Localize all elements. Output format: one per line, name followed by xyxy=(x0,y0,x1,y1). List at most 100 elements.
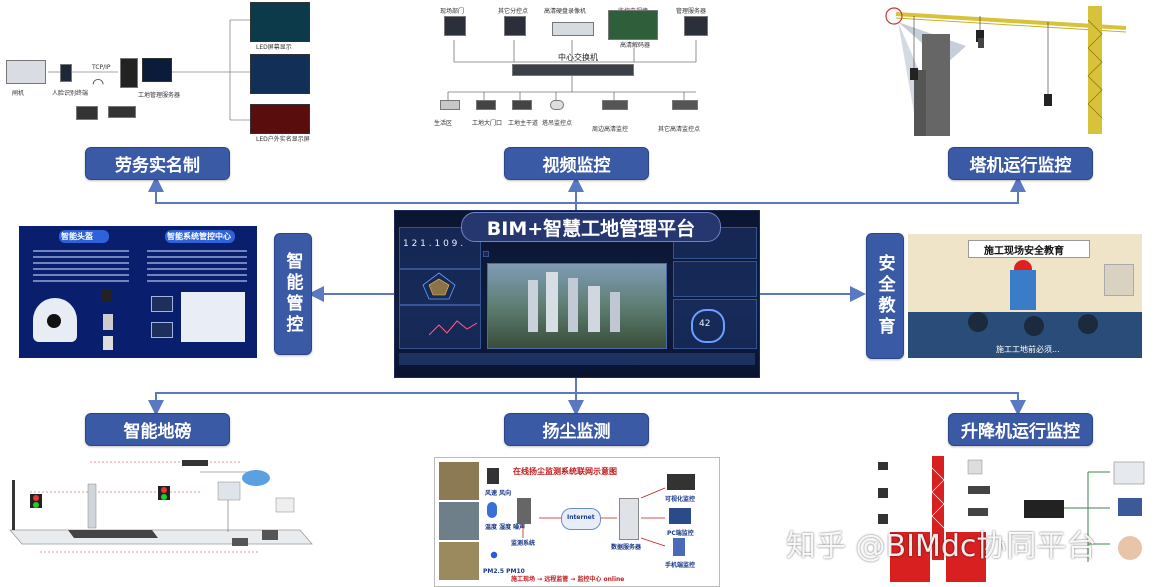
elevator-monitoring-diagram xyxy=(848,452,1154,584)
laptop-icon xyxy=(151,322,173,338)
dust-monitoring-diagram: 在线扬尘监测系统联网示意图 风速 风向 温度 湿度 噪声 PM2.5 PM10 … xyxy=(434,457,720,587)
safety-education-illustration: 施工现场安全教育 施工工地前必须... xyxy=(908,234,1142,358)
helmet-title: 智能头盔 xyxy=(61,232,93,241)
module-safety-education[interactable]: 安全教育 xyxy=(866,233,904,359)
dash-nav-bar xyxy=(399,353,755,365)
video-top-label-1: 其它分控点 xyxy=(498,8,529,15)
labor-label-server: 工地管理服务器 xyxy=(138,92,181,99)
labor-diagram-lines xyxy=(48,19,250,121)
site-photo-3 xyxy=(439,542,479,580)
building-icon xyxy=(528,280,538,332)
video-top-label-4: 管理服务器 xyxy=(676,8,707,15)
visual-screen-icon xyxy=(667,474,695,490)
radar-chart-icon xyxy=(422,272,456,300)
labor-label-led-outdoor: LED户外实名显示屏 xyxy=(256,136,310,143)
student-head xyxy=(1024,316,1044,336)
dust-node-pc: PC端监控 xyxy=(667,530,694,537)
module-smart-control[interactable]: 智能管控 xyxy=(274,233,312,355)
thermometer-icon xyxy=(487,502,497,518)
mobile-icon xyxy=(103,336,113,350)
mobile-monitor-icon xyxy=(673,538,685,556)
labor-label-led: LED屏幕显示 xyxy=(256,44,292,51)
building-icon xyxy=(546,272,558,332)
module-video-monitoring[interactable]: 视频监控 xyxy=(504,147,649,180)
control-center-title: 智能系统管控中心 xyxy=(167,232,231,241)
server-monitor-icon xyxy=(142,58,172,82)
particles-icon xyxy=(487,548,501,562)
server-icon xyxy=(684,16,708,36)
wall-sign xyxy=(1104,264,1134,296)
dash-panel-right-mid xyxy=(673,261,757,297)
gauge-value: 42 xyxy=(699,319,711,329)
watermark: 知乎 @BIMdc协同平台 xyxy=(786,529,1097,564)
dust-footer: 施工现场 → 远程监管 → 监控中心 online xyxy=(511,576,625,583)
video-bottom-label-4: 周边高清监控 xyxy=(592,126,629,133)
pc-monitor-icon xyxy=(669,508,691,524)
helmet-lens-icon xyxy=(47,314,61,328)
smart-helmet-panel: 智能头盔 智能系统管控中心 xyxy=(19,226,257,358)
led-screen-1 xyxy=(250,2,310,42)
module-smart-weighbridge[interactable]: 智能地磅 xyxy=(85,413,230,446)
monitor-station-icon xyxy=(517,498,531,524)
module-labor-realname[interactable]: 劳务实名制 xyxy=(85,147,230,180)
module-tower-crane[interactable]: 塔机运行监控 xyxy=(948,147,1093,180)
video-bottom-label-1: 工地大门口 xyxy=(472,120,503,127)
video-sub-label: 高清解码器 xyxy=(620,42,651,49)
led-screen-2 xyxy=(250,54,310,94)
building-icon xyxy=(568,278,578,332)
video-top-label-2: 高清硬盘录像机 xyxy=(544,8,587,15)
board-text: 施工现场安全教育 xyxy=(984,246,1064,257)
building-icon xyxy=(588,286,600,332)
line-chart-icon xyxy=(429,320,477,336)
instructor-body xyxy=(1010,270,1036,310)
switch-label: 中心交换机 xyxy=(558,53,598,62)
module-elevator-monitoring[interactable]: 升降机运行监控 xyxy=(948,413,1093,446)
module-dust-monitoring[interactable]: 扬尘监测 xyxy=(504,413,649,446)
video-diagram: 现场部门 其它分控点 高清硬盘录像机 监控电视墙 管理服务器 高清解码器 中心交… xyxy=(434,0,720,140)
labor-diagram: 闸机 人脸识别终端 ◠ TCP/IP 工地管理服务器 LED屏幕显示 LED户外… xyxy=(0,0,320,145)
data-server-icon xyxy=(619,498,639,540)
video-bottom-label-3: 塔吊监控点 xyxy=(542,120,573,127)
building-icon xyxy=(610,292,620,332)
pc-icon xyxy=(504,16,526,36)
camera-icon xyxy=(602,100,628,110)
turnstile-icon xyxy=(6,60,46,84)
camera-icon xyxy=(440,100,460,110)
video-bottom-label-5: 其它高清监控点 xyxy=(658,126,701,133)
dust-sensor-wind: 风速 风向 xyxy=(485,490,512,497)
server-tower-icon xyxy=(120,58,138,88)
safety-caption: 施工工地前必须... xyxy=(996,345,1060,354)
helmet-desc-text xyxy=(33,250,129,286)
map-screen-icon xyxy=(181,292,245,342)
led-screen-3 xyxy=(250,104,310,134)
dust-node-server: 数据服务器 xyxy=(611,544,642,551)
student-head xyxy=(968,312,988,332)
dust-node-internet: Internet xyxy=(567,514,595,521)
dust-node-monitor: 监测系统 xyxy=(511,540,536,547)
site-photo-2 xyxy=(439,502,479,540)
platform-title: BIM+智慧工地管理平台 xyxy=(461,212,721,242)
gauge-ring xyxy=(691,309,725,343)
controller-device-icon xyxy=(76,106,98,120)
student-head xyxy=(1078,314,1098,334)
face-terminal-icon xyxy=(60,64,72,82)
labor-label-gate: 闸机 xyxy=(12,90,25,97)
camera-icon xyxy=(672,100,698,110)
site-photo-1 xyxy=(439,462,479,500)
cloud-icon xyxy=(561,508,601,530)
helmet-title-badge xyxy=(59,230,109,243)
elevator-drawing xyxy=(878,456,1145,582)
dust-sensor-temp: 温度 湿度 噪声 xyxy=(485,524,526,531)
tv-wall-icon xyxy=(608,10,658,40)
weighbridge-drawing xyxy=(9,460,313,553)
video-top-label-0: 现场部门 xyxy=(440,8,465,15)
dome-camera-icon xyxy=(550,100,564,110)
pc-icon xyxy=(444,16,466,36)
weighbridge-diagram xyxy=(0,452,320,584)
control-desc-text xyxy=(147,250,247,286)
dash-panel-lines xyxy=(399,305,481,349)
tower-crane-illustration xyxy=(876,0,1154,140)
dust-node-mobile: 手机端监控 xyxy=(665,562,696,569)
instructor-helmet xyxy=(1014,260,1032,270)
